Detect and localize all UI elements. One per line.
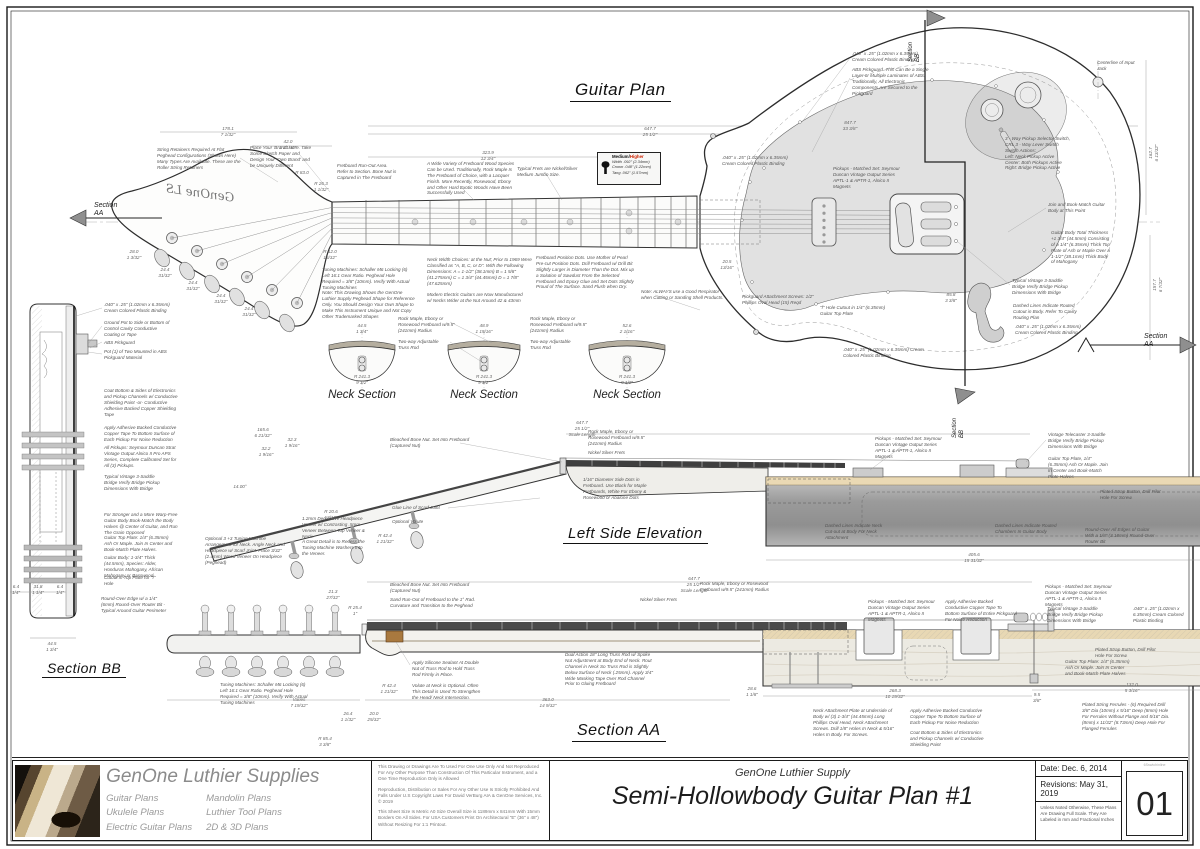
fret-crown-spec: Crown .048" (1.22mm)	[612, 164, 652, 170]
fret-spec-title: Medium/Higher	[612, 154, 644, 159]
sheet-title: Semi-Hollowbody Guitar Plan #1	[611, 782, 974, 810]
guitar-plan-title: Guitar Plan	[570, 80, 671, 102]
neck-section-title-2: Neck Section	[450, 389, 518, 401]
neck-section-title-1: Neck Section	[328, 389, 396, 401]
revisions-field: Revisions: May 31, 2019	[1036, 777, 1122, 802]
titleblock-brand-cell: GenOne Luthier Supplies Guitar Plans Uku…	[13, 761, 371, 840]
titleblock-top-rule	[12, 757, 1188, 758]
section-aa-title: Section AA	[572, 722, 666, 742]
section-bb-title: Section BB	[42, 660, 127, 678]
titleblock-title-cell: GenOne Luthier Supply Semi-Hollowbody Gu…	[548, 761, 1036, 840]
titleblock-number-cell: 6Sswtchinline 01	[1121, 761, 1187, 840]
sheet-number: 01	[1126, 771, 1183, 836]
neck-sections	[328, 330, 666, 390]
date-field: Date: Dec. 6, 2014	[1036, 761, 1122, 777]
titleblock-date-cell: Date: Dec. 6, 2014 Revisions: May 31, 20…	[1035, 761, 1122, 840]
fret-spec-box: Medium/Higher Width .092" (2.34mm) Crown…	[597, 152, 661, 185]
guitar-mold-photo	[276, 766, 371, 836]
scale-note: Unless Noted Otherwise, These Plans Are …	[1040, 805, 1117, 823]
title-block: GenOne Luthier Supplies Guitar Plans Uku…	[12, 760, 1188, 841]
left-side-elevation-title: Left Side Elevation	[563, 525, 708, 544]
neck-section-title-3: Neck Section	[593, 389, 661, 401]
legal-paragraph-1: This Drawing or Drawings Are To Used For…	[378, 764, 540, 782]
legal-paragraph-2: Reproduction, Distribution or Sales For …	[378, 786, 543, 804]
tuners-section	[195, 604, 345, 677]
guitar-plan-view	[69, 9, 1197, 405]
titleblock-legal-cell: This Drawing or Drawings Are To Used For…	[371, 761, 549, 840]
leader-lines	[75, 57, 1047, 666]
company-name: GenOne Luthier Supply	[735, 767, 850, 779]
legal-paragraph-3: This Sheet Size Is Metric A0 Size Overal…	[378, 809, 540, 827]
section-bb-cutline	[924, 9, 976, 405]
plans-list-col2: Mandolin Plans Luthier Tool Plans 2D & 3…	[206, 793, 282, 833]
left-side-elevation-view	[209, 433, 1200, 579]
plan-code: 6Sswtchinline	[1143, 763, 1166, 767]
guitar-cross-section-photo	[15, 764, 101, 837]
fret-width-spec: Width .092" (2.34mm)	[612, 159, 650, 164]
sheet-frame	[6, 6, 1194, 846]
fret-profile-icon	[601, 161, 610, 174]
plans-list-col1: Guitar Plans Ukulele Plans Electric Guit…	[106, 793, 193, 833]
section-bb-view	[10, 303, 98, 639]
tuners-side	[288, 510, 424, 579]
brand-name: GenOne Luthier Supplies	[106, 766, 320, 788]
section-aa-markers	[69, 209, 1197, 354]
section-aa-view	[166, 581, 1200, 701]
fret-tang-spec: Tang .062" (1.57mm)	[612, 169, 649, 175]
